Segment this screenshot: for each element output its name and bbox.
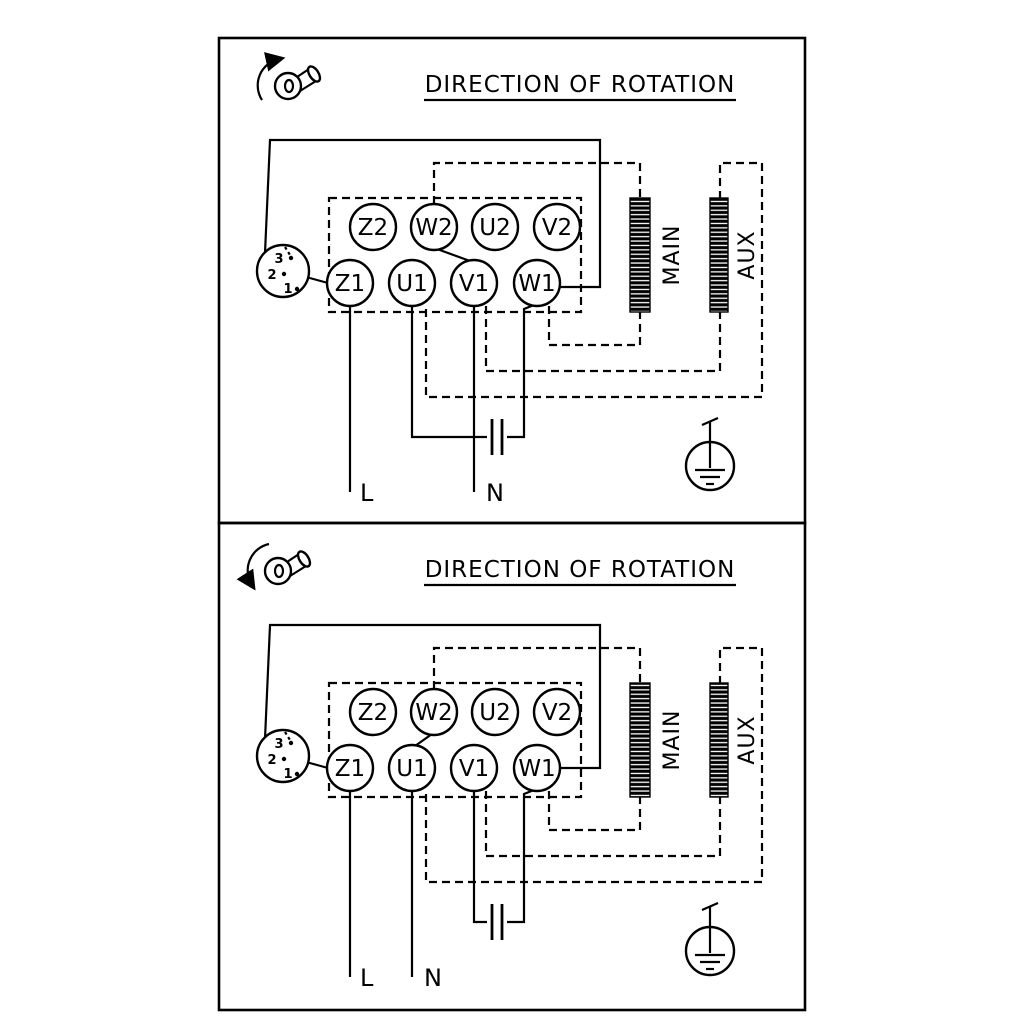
aux-winding-label: AUX	[735, 715, 760, 764]
terminal-label: U1	[396, 756, 427, 782]
diagram-panel-1: DIRECTION OF ROTATION	[217, 36, 807, 525]
terminal-z2-2: Z2	[348, 687, 398, 737]
selector-pos-1: 1	[283, 282, 292, 297]
wire-aux-top-to-u1	[424, 161, 764, 399]
terminal-label: V2	[542, 700, 572, 726]
rotation-direction-ccw-icon	[256, 52, 322, 101]
wire-capacitor-to-w1	[507, 788, 535, 924]
rotation-selector-switch-2: 3 2 1	[255, 728, 311, 784]
terminal-label: V1	[459, 271, 489, 297]
aux-winding-label: AUX	[735, 230, 760, 279]
terminal-u1-2: U1	[387, 743, 437, 793]
terminal-z1-1: Z1	[325, 258, 375, 308]
wire-selector-to-w1	[263, 138, 602, 289]
panel-1-wires	[263, 138, 602, 492]
terminal-w2-1: W2	[409, 202, 459, 252]
capacitor-icon-2	[490, 904, 504, 940]
supply-neutral-label-1: N	[486, 479, 504, 507]
selector-pointer	[284, 731, 291, 741]
terminal-w1-1: W1	[512, 258, 562, 308]
wire-main-bottom-to-w1	[547, 305, 642, 347]
terminal-v1-2: V1	[449, 743, 499, 793]
terminal-label: W2	[415, 215, 452, 241]
main-winding-coil	[629, 197, 651, 313]
selector-pos-1: 1	[283, 767, 292, 782]
terminal-label: U1	[396, 271, 427, 297]
main-winding-label: MAIN	[660, 710, 685, 771]
terminal-label: Z1	[335, 756, 365, 782]
wire-capacitor-to-w1	[507, 303, 535, 439]
selector-pos-2: 2	[267, 753, 276, 768]
wire-w2-to-main-top	[432, 161, 642, 204]
terminal-u2-2: U2	[470, 687, 520, 737]
terminal-label: U2	[479, 215, 510, 241]
aux-winding-coil	[709, 682, 729, 798]
terminal-z2-1: Z2	[348, 202, 398, 252]
selector-pos-3: 3	[274, 252, 283, 267]
supply-neutral-label-2: N	[424, 964, 442, 992]
capacitor-icon-1	[490, 419, 504, 455]
panel-1-winding-links	[327, 161, 764, 399]
supply-line-label-1: L	[360, 479, 374, 507]
terminal-v2-1: V2	[532, 202, 582, 252]
wire-selector-to-w1	[263, 623, 602, 770]
terminal-label: W1	[518, 756, 555, 782]
panel-2-wires	[263, 623, 602, 977]
main-winding-2: MAIN	[629, 682, 685, 798]
terminal-label: Z2	[358, 215, 388, 241]
main-winding-1: MAIN	[629, 197, 685, 313]
aux-winding-coil	[709, 197, 729, 313]
panel-1-title: DIRECTION OF ROTATION	[425, 72, 736, 98]
wire-w2-to-main-top	[432, 646, 642, 689]
main-winding-label: MAIN	[660, 225, 685, 286]
panel-2-title: DIRECTION OF ROTATION	[425, 557, 736, 583]
terminal-z1-2: Z1	[325, 743, 375, 793]
supply-line-label-2: L	[360, 964, 374, 992]
rotation-direction-cw-icon	[236, 542, 312, 591]
wire-w2-to-v1	[436, 247, 471, 263]
wire-aux-top-to-u1	[424, 646, 764, 884]
terminal-w2-2: W2	[409, 687, 459, 737]
wire-w2-to-u1	[414, 733, 433, 747]
aux-winding-1: AUX	[709, 197, 760, 313]
terminal-label: V1	[459, 756, 489, 782]
wire-aux-bottom-to-v1	[484, 305, 722, 373]
terminal-label: V2	[542, 215, 572, 241]
panel-2-border	[217, 521, 807, 1012]
terminal-u1-1: U1	[387, 258, 437, 308]
earth-ground-icon-2	[684, 901, 736, 977]
wire-v1-to-capacitor	[472, 791, 487, 924]
diagram-panel-2: DIRECTION OF ROTATION	[217, 521, 807, 1012]
terminal-v1-1: V1	[449, 258, 499, 308]
selector-pos-2: 2	[267, 268, 276, 283]
terminal-label: W1	[518, 271, 555, 297]
wire-u1-to-capacitor	[410, 306, 487, 439]
main-winding-coil	[629, 682, 651, 798]
selector-pointer	[284, 246, 291, 256]
terminal-v2-2: V2	[532, 687, 582, 737]
wire-selector-to-z1	[305, 760, 329, 770]
aux-winding-2: AUX	[709, 682, 760, 798]
terminal-label: Z2	[358, 700, 388, 726]
wire-aux-bottom-to-v1	[484, 790, 722, 858]
terminal-label: U2	[479, 700, 510, 726]
terminal-label: Z1	[335, 271, 365, 297]
earth-ground-icon-1	[684, 416, 736, 492]
terminal-u2-1: U2	[470, 202, 520, 252]
selector-pos-3: 3	[274, 737, 283, 752]
terminal-label: W2	[415, 700, 452, 726]
terminal-w1-2: W1	[512, 743, 562, 793]
rotation-selector-switch-1: 3 2 1	[255, 243, 311, 299]
wire-selector-to-z1	[305, 275, 329, 285]
panel-2-winding-links	[327, 646, 764, 884]
wire-main-bottom-to-w1	[547, 790, 642, 832]
